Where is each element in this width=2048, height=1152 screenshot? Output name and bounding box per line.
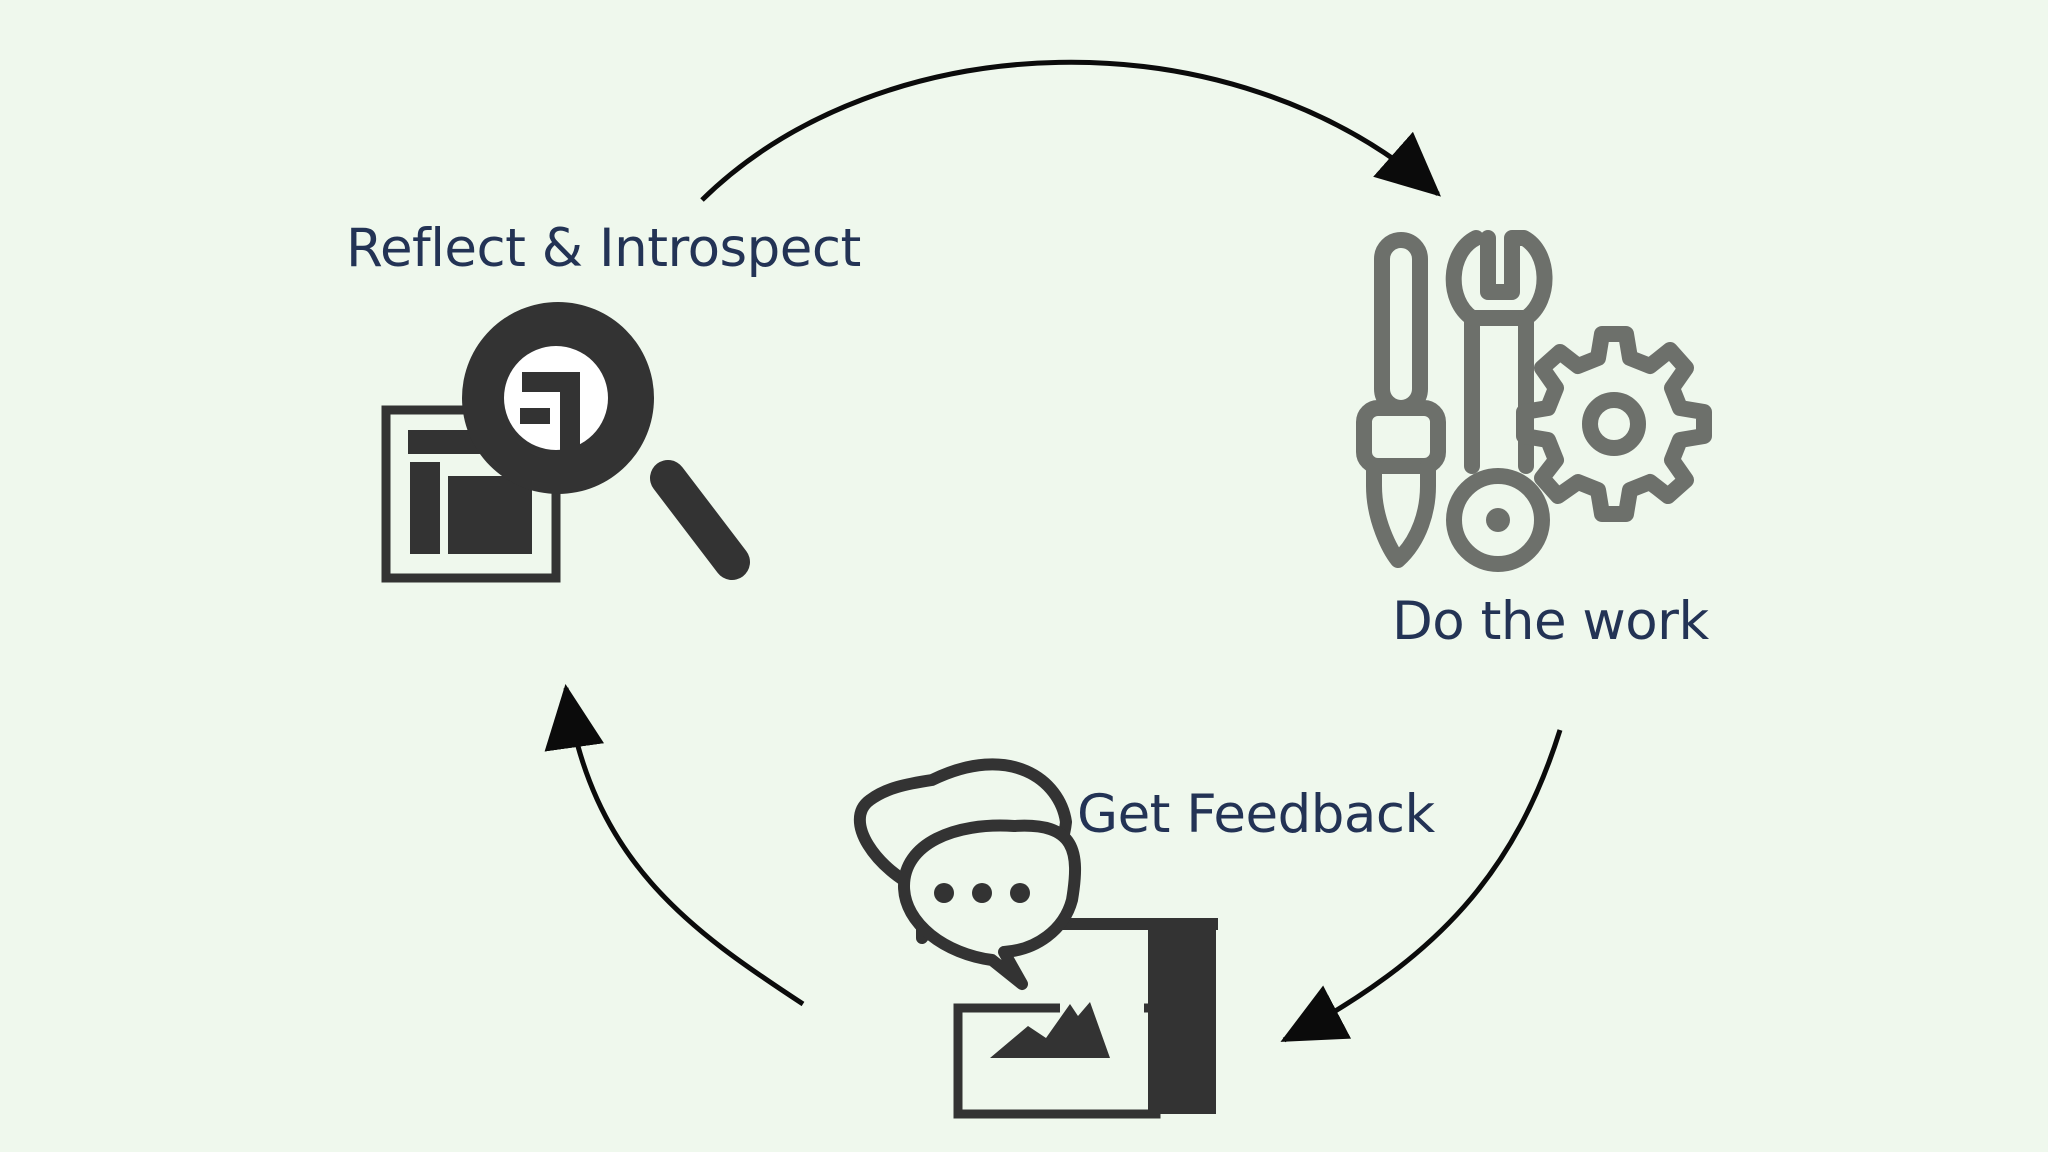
arrow-work-to-feedback [1280,729,1563,1043]
step-label-feedback: Get Feedback [1077,784,1435,845]
arrow-reflect-to-work [700,59,1441,202]
arrow-feedback-to-reflect [544,684,805,1007]
chat-bubbles-document-icon [853,758,1218,1119]
step-label-work: Do the work [1392,591,1709,652]
report-magnifier-icon [381,302,750,583]
step-label-reflect: Reflect & Introspect [346,218,861,279]
tools-gear-icon [1356,230,1712,572]
